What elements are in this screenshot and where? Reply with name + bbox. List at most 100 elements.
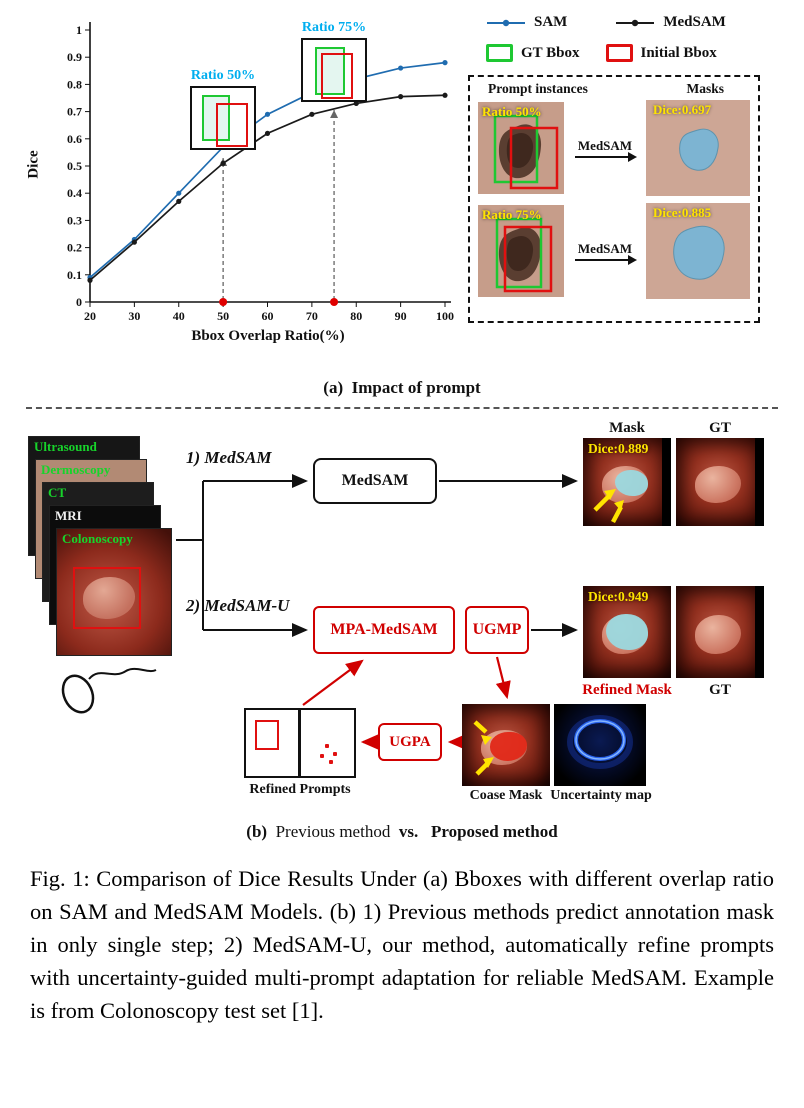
ugpa-box-label: UGPA — [389, 733, 431, 750]
svg-text:0.7: 0.7 — [67, 105, 82, 119]
caption-b-proposed: Proposed method — [430, 822, 558, 841]
right-arrow-icon — [575, 152, 637, 162]
colonoscopy-card: Colonoscopy — [56, 528, 172, 656]
ratio-50-inset: Ratio 50% — [190, 68, 256, 150]
arrow-model-label: MedSAM — [577, 138, 633, 153]
dice-overlay: Dice:0.949 — [588, 589, 649, 604]
caption-a-text: Impact of prompt — [351, 378, 481, 397]
ratio-75-inset: Ratio 75% — [301, 20, 367, 102]
coarse-mask-image — [462, 704, 550, 786]
coarse-mask-blob — [490, 731, 528, 762]
flow-connectors — [176, 474, 578, 750]
refined-mask-blob — [605, 613, 649, 651]
modality-image-stack: Ultrasound Dermoscopy CT MRI Colonoscopy — [28, 436, 193, 668]
legend-item-sam: SAM — [486, 14, 567, 31]
svg-text:0.9: 0.9 — [67, 50, 82, 64]
sam-line-marker — [487, 19, 525, 26]
svg-text:0: 0 — [76, 295, 82, 309]
uncertainty-map-image — [554, 704, 646, 786]
prompt-row-50: Ratio 50% MedSAM Dice:0.697 — [478, 100, 750, 196]
mpa-medsam-box: MPA-MedSAM — [313, 606, 455, 654]
ugmp-box-label: UGMP — [472, 621, 522, 638]
medsam-box-label: MedSAM — [341, 472, 409, 489]
svg-text:90: 90 — [395, 309, 407, 323]
point-prompt-icon — [320, 754, 324, 758]
legend-label-gt-bbox: GT Bbox — [521, 44, 580, 61]
figure-caption: Fig. 1: Comparison of Dice Results Under… — [30, 866, 774, 1024]
legend-item-medsam: MedSAM — [615, 14, 726, 31]
refined-point-prompts — [300, 708, 356, 778]
legend-label-sam: SAM — [534, 14, 568, 30]
svg-text:0.4: 0.4 — [67, 186, 82, 200]
polyp-image — [83, 577, 135, 619]
point-prompt-icon — [333, 752, 337, 756]
initial-bbox-rect — [216, 103, 248, 147]
caption-a-tag: (a) — [323, 378, 344, 397]
ratio-50-bbox-diagram — [190, 86, 256, 150]
dermoscopy-prompt-image-75: Ratio 75% — [478, 205, 564, 297]
svg-text:40: 40 — [173, 309, 185, 323]
svg-text:0.5: 0.5 — [67, 159, 82, 173]
header-masks: Masks — [686, 81, 724, 96]
ratio-75-bbox-diagram — [301, 38, 367, 102]
right-arrow-icon — [575, 255, 637, 265]
ratio-75-annotation: Ratio 75% — [301, 20, 367, 35]
prompt-instances-panel: Prompt instances Masks Ratio 50% MedSAM — [468, 75, 760, 323]
y-axis-label: Dice — [25, 150, 42, 179]
medsam-line-marker — [616, 19, 655, 26]
caption-a: (a) Impact of prompt — [0, 378, 804, 398]
refined-prompts-label: Refined Prompts — [249, 782, 351, 797]
panel-a-right-column: SAM MedSAM GT Bbox Initial Bbox — [468, 12, 768, 323]
gt-image-bottom — [676, 586, 764, 678]
svg-text:0.3: 0.3 — [67, 213, 82, 227]
polyp — [695, 615, 742, 655]
frame-edge — [755, 586, 764, 678]
mpa-medsam-box-label: MPA-MedSAM — [330, 621, 438, 638]
svg-text:0.6: 0.6 — [67, 132, 82, 146]
branch1-label: 1) MedSAM — [186, 448, 272, 467]
uncertainty-ring-icon — [567, 715, 633, 769]
legend-label-medsam: MedSAM — [663, 14, 726, 30]
refined-mask-label: Refined Mask — [582, 682, 672, 698]
point-prompt-icon — [325, 744, 329, 748]
caption-b: (b) Previous method vs. Proposed method — [0, 822, 804, 842]
svg-text:50: 50 — [217, 309, 229, 323]
point-prompt-icon — [329, 760, 333, 764]
medsam-box: MedSAM — [313, 458, 437, 504]
mouse-icon — [61, 667, 157, 714]
section-divider — [26, 407, 778, 409]
legend-label-initial-bbox: Initial Bbox — [640, 44, 717, 61]
refined-bbox-icon — [255, 720, 279, 750]
gt-bbox — [495, 217, 543, 289]
caption-b-tag: (b) — [246, 822, 268, 841]
mask-result-image-75: Dice:0.885 — [646, 203, 750, 299]
yellow-arrows-icon — [473, 720, 494, 776]
modality-label: Colonoscopy — [62, 531, 133, 546]
svg-text:1: 1 — [76, 23, 82, 37]
initial-bbox-rect — [321, 53, 353, 99]
dermoscopy-prompt-image-50: Ratio 50% — [478, 102, 564, 194]
coarse-mask-label: Coase Mask — [469, 788, 543, 803]
svg-text:0.8: 0.8 — [67, 77, 82, 91]
x-axis-label: Bbox Overlap Ratio(%) — [191, 328, 345, 344]
frame-edge — [755, 438, 764, 526]
svg-text:80: 80 — [350, 309, 362, 323]
refined-bbox-prompt — [244, 708, 300, 778]
caption-b-previous: Previous method — [275, 822, 391, 841]
mask-column-label: Mask — [609, 420, 645, 436]
dice-label: Dice:0.697 — [653, 102, 712, 117]
method-diagram: Ultrasound Dermoscopy CT MRI Colonoscopy… — [0, 420, 804, 818]
frame-edge — [662, 438, 671, 526]
dice-overlay: Dice:0.889 — [588, 441, 649, 456]
polyp — [695, 466, 742, 504]
svg-text:30: 30 — [128, 309, 140, 323]
arrow-model-label: MedSAM — [577, 241, 633, 256]
prompt-bbox — [73, 567, 141, 629]
gt-bbox-rect — [315, 47, 345, 95]
ratio-label: Ratio 75% — [482, 207, 542, 222]
refined-prompts-box — [244, 708, 356, 778]
branch2-label: 2) MedSAM-U — [186, 596, 290, 615]
